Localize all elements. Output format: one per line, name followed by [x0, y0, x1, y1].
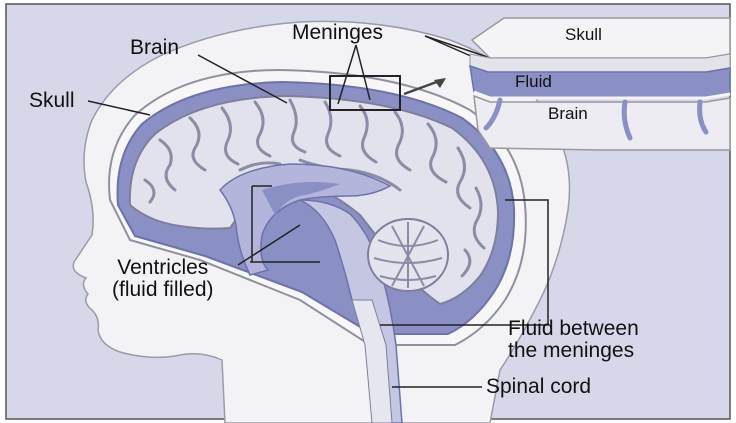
label-ventricles: Ventricles (fluid filled) [112, 257, 214, 301]
label-meninges: Meninges [292, 22, 383, 44]
label-fluid-between-line2: the meninges [508, 340, 639, 362]
inset-brain-layer [474, 96, 730, 150]
label-ventricles-line2: (fluid filled) [112, 279, 214, 301]
inset-label-fluid: Fluid [515, 73, 552, 91]
inset-label-brain: Brain [548, 105, 588, 123]
label-fluid-between-meninges: Fluid between the meninges [508, 318, 639, 362]
label-brain: Brain [130, 37, 179, 59]
label-ventricles-line1: Ventricles [112, 257, 214, 279]
label-spinal-cord: Spinal cord [486, 376, 591, 398]
label-fluid-between-line1: Fluid between [508, 318, 639, 340]
inset-label-skull: Skull [565, 26, 602, 44]
label-skull: Skull [29, 90, 75, 112]
